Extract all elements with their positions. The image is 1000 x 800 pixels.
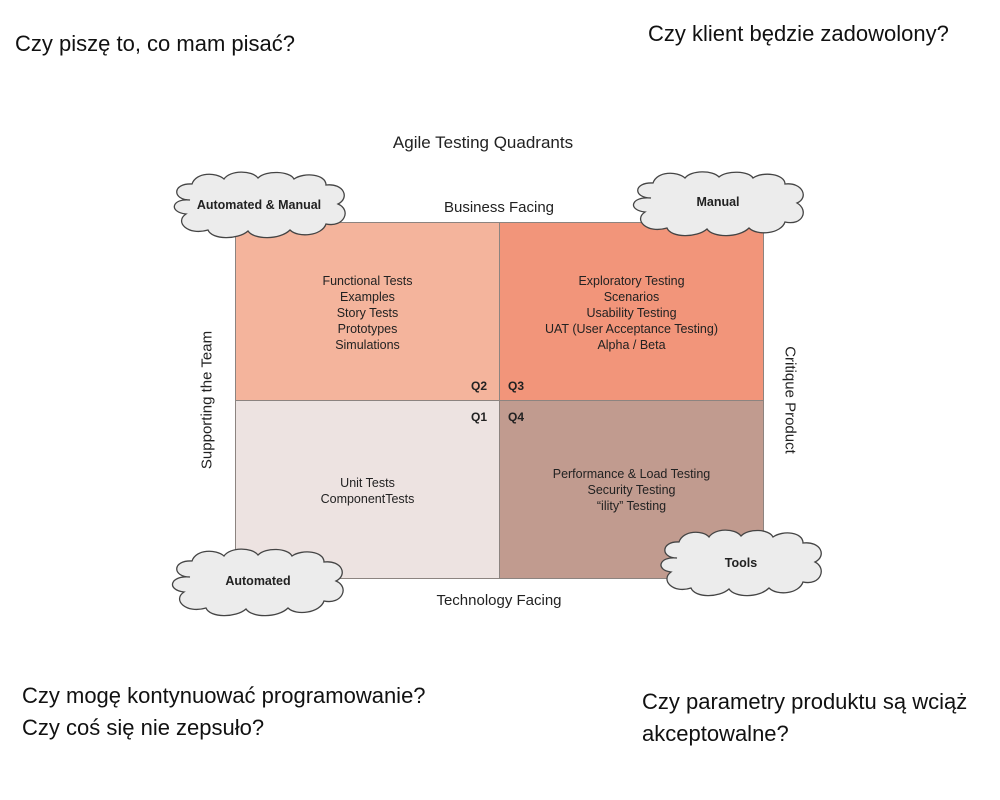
quadrant-item: Unit Tests [340,476,395,490]
question-top-right: Czy klient będzie zadowolony? [648,18,949,50]
quadrant-id-q1: Q1 [470,410,487,424]
axis-label-right: Critique Product [781,346,799,454]
cloud-tools: Tools [655,528,827,598]
quadrant-item: Scenarios [603,290,660,304]
question-line: Czy coś się nie zepsuło? [22,715,265,740]
axis-label-left: Supporting the Team [198,330,216,470]
quadrant-q2-items: Functional Tests Examples Story Tests Pr… [236,273,499,353]
quadrant-item: ComponentTests [320,492,415,506]
question-line: Czy mogę kontynuować programowanie? [22,683,426,708]
diagram-title: Agile Testing Quadrants [392,133,574,152]
axis-label-top: Business Facing [443,199,555,216]
quadrant-q2: Functional Tests Examples Story Tests Pr… [235,222,500,401]
question-bottom-right: Czy parametry produktu są wciąż akceptow… [642,686,967,750]
cloud-shape-icon [172,548,344,617]
question-line: Czy parametry produktu są wciąż [642,689,968,714]
quadrant-item: Functional Tests [322,274,413,288]
quadrant-item: Story Tests [336,306,399,320]
cloud-automated-manual: Automated & Manual [166,170,352,240]
cloud-label: Automated [225,574,291,588]
quadrant-id-q2: Q2 [470,379,487,393]
quadrant-item: Examples [340,290,395,304]
cloud-shape-icon [633,171,804,237]
quadrant-id-q3: Q3 [508,379,525,393]
quadrant-id-q4: Q4 [508,410,525,424]
question-line: akceptowalne? [642,721,789,746]
quadrant-q1-items: Unit Tests ComponentTests [236,475,499,507]
quadrant-item: Prototypes [337,322,398,336]
question-top-left: Czy piszę to, co mam pisać? [15,28,295,60]
axis-label-bottom: Technology Facing [436,592,562,609]
quadrant-item: Security Testing [587,483,676,497]
cloud-label: Manual [696,195,740,209]
cloud-shape-icon [660,529,822,597]
cloud-label: Tools [724,556,758,570]
quadrant-q4-items: Performance & Load Testing Security Test… [500,466,763,514]
cloud-shape-icon [173,171,346,239]
quadrant-item: Simulations [335,338,400,352]
question-line: Czy piszę to, co mam pisać? [15,31,295,56]
quadrant-item: Performance & Load Testing [552,467,711,481]
quadrant-q3: Exploratory Testing Scenarios Usability … [499,222,764,401]
question-bottom-left: Czy mogę kontynuować programowanie? Czy … [22,680,426,744]
quadrant-item: UAT (User Acceptance Testing) [545,322,718,336]
quadrant-q3-items: Exploratory Testing Scenarios Usability … [500,273,763,353]
quadrant-item: Exploratory Testing [578,274,685,288]
question-line: Czy klient będzie zadowolony? [648,21,949,46]
quadrant-item: Alpha / Beta [597,338,666,352]
cloud-label: Automated & Manual [196,198,322,212]
cloud-manual: Manual [627,170,809,238]
quadrant-item: “ility” Testing [596,499,667,513]
cloud-automated: Automated [166,546,350,618]
quadrant-item: Usability Testing [586,306,677,320]
